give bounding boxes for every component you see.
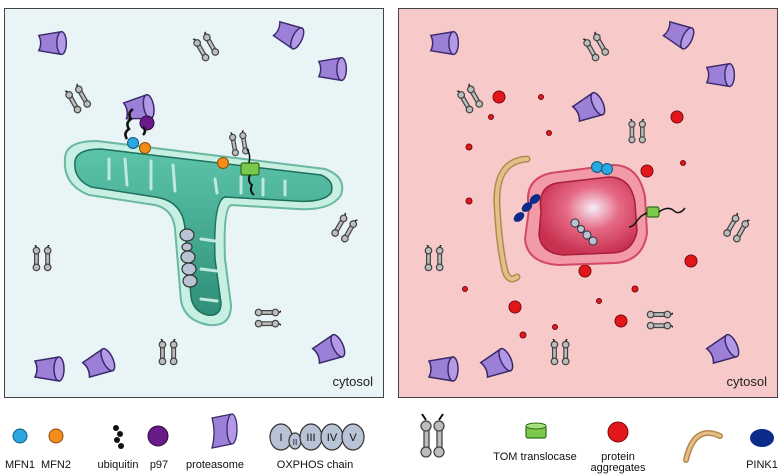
- dimer-icon: [721, 210, 753, 244]
- mfn2-icon: [48, 428, 64, 444]
- damaged-panel-drawing: [424, 17, 753, 382]
- cytosol-label: cytosol: [332, 374, 373, 389]
- dimer-icon: [32, 245, 52, 272]
- proteasome-icon: [318, 56, 348, 82]
- legend-p97-label: p97: [149, 459, 169, 471]
- dimer-icon: [227, 128, 250, 157]
- damaged-mitochondrion: [513, 161, 686, 267]
- dimer-icon: [329, 210, 361, 244]
- proteasome-icon: [34, 356, 65, 382]
- pink1-icon: [750, 429, 774, 447]
- oxphos-chain-icon: [269, 423, 365, 451]
- proteasome-icon: [478, 345, 517, 382]
- p97-icon: [147, 425, 169, 447]
- proteasome-icon: [38, 30, 68, 56]
- healthy-panel: cytosol: [4, 8, 384, 398]
- healthy-panel-drawing: [32, 17, 361, 382]
- dimer-icon: [646, 310, 673, 330]
- legend-mfn2-label: MFN2: [41, 459, 71, 471]
- proteasome-icon: [80, 345, 119, 382]
- protein-aggregates: [462, 90, 698, 339]
- legend-mfn1-label: MFN1: [5, 459, 35, 471]
- proteasome-icon: [430, 30, 460, 56]
- dimer-icon: [454, 81, 485, 115]
- proteasome-icon: [706, 62, 736, 88]
- legend-pink1-label: PINK1: [746, 459, 778, 471]
- proteasome-icon: [428, 356, 459, 382]
- dimer-icon: [254, 308, 281, 328]
- dimer-icon: [190, 29, 221, 63]
- proteasome-icon: [661, 17, 698, 52]
- tom-icon: [525, 422, 547, 439]
- oxphos-numeral: II: [293, 438, 297, 447]
- oxphos-numeral: IV: [327, 432, 338, 444]
- healthy-mitochondrion: [63, 107, 344, 327]
- proteasome-icon: [211, 413, 238, 449]
- legend-ubiquitin-label: ubiquitin: [97, 459, 139, 471]
- legend-proteasome-label: proteasome: [185, 459, 245, 471]
- proteasome-icon: [570, 89, 609, 126]
- aggregate-icon: [607, 421, 629, 443]
- oxphos-numeral: III: [306, 432, 315, 444]
- dimer-icon: [424, 245, 444, 272]
- legend-aggregates-label: protein aggregates: [590, 451, 646, 474]
- proteasome-icon: [704, 331, 743, 368]
- mfn1-icon: [12, 428, 28, 444]
- dimer-icon: [62, 81, 93, 115]
- dimer-icon: [580, 29, 611, 63]
- legend-tom-label: TOM translocase: [493, 451, 577, 463]
- ubiquitin-icon: [113, 425, 124, 449]
- oxphos-numeral: I: [279, 432, 282, 444]
- proteasome-icon: [310, 331, 349, 368]
- dimer-icon: [550, 339, 570, 366]
- legend-oxphos-label: OXPHOS chain: [276, 459, 354, 471]
- cytosol-label: cytosol: [726, 374, 767, 389]
- dimer-icon: [158, 339, 178, 366]
- proteasome-icon: [271, 17, 308, 52]
- damaged-panel: cytosol: [398, 8, 778, 398]
- oxphos-numeral: V: [349, 432, 357, 444]
- dimer-legend-icon: [420, 420, 445, 458]
- tether-icon: [683, 430, 723, 463]
- dimer-icon: [628, 119, 647, 144]
